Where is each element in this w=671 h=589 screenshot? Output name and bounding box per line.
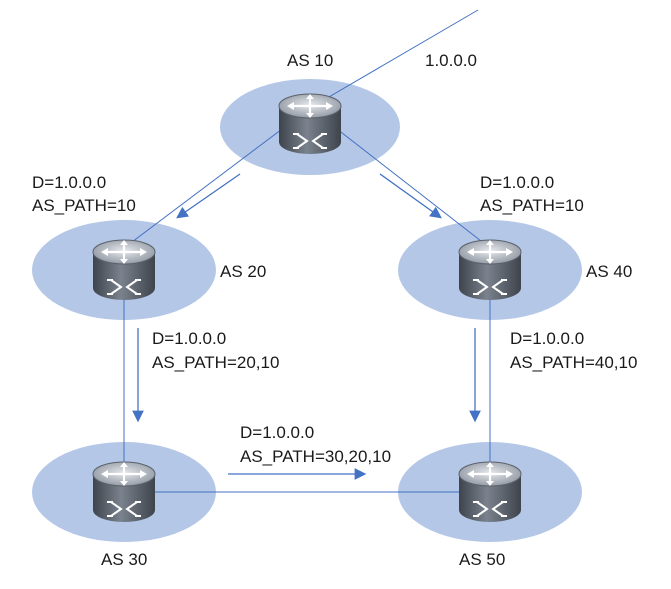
as40-label: AS 40 xyxy=(586,262,632,281)
advertisement-arrows xyxy=(132,173,481,480)
adv-as40-as50-path: AS_PATH=40,10 xyxy=(510,353,637,372)
adv-as10-as40-dest: D=1.0.0.0 xyxy=(480,173,554,192)
as10-label: AS 10 xyxy=(287,51,333,70)
links xyxy=(123,9,491,493)
adv-as20-as30-path: AS_PATH=20,10 xyxy=(152,353,279,372)
adv-as40-as50-dest: D=1.0.0.0 xyxy=(510,329,584,348)
router-icon xyxy=(91,238,157,302)
as20-label: AS 20 xyxy=(220,262,266,281)
prefix-label: 1.0.0.0 xyxy=(425,51,477,70)
adv-as10-as20-path: AS_PATH=10 xyxy=(32,196,136,215)
as50-label: AS 50 xyxy=(459,550,505,569)
adv-as10-as40-path: AS_PATH=10 xyxy=(480,196,584,215)
adv-as20-as30-dest: D=1.0.0.0 xyxy=(152,329,226,348)
link-external xyxy=(309,9,479,109)
adv-as30-as50-path: AS_PATH=30,20,10 xyxy=(240,447,391,466)
adv-as10-as20-dest: D=1.0.0.0 xyxy=(32,173,106,192)
arrow-as10-to-as20 xyxy=(176,173,241,219)
node-labels: AS 10 AS 20 AS 40 AS 30 AS 50 xyxy=(101,51,632,569)
advertisement-labels: D=1.0.0.0 AS_PATH=10 D=1.0.0.0 AS_PATH=1… xyxy=(32,173,637,466)
arrow-as10-to-as40 xyxy=(379,173,442,219)
router-icon xyxy=(91,460,157,524)
as30-label: AS 30 xyxy=(101,550,147,569)
router-icon xyxy=(457,460,523,524)
adv-as30-as50-dest: D=1.0.0.0 xyxy=(240,423,314,442)
router-icon xyxy=(457,238,523,302)
router-icon xyxy=(277,92,343,156)
